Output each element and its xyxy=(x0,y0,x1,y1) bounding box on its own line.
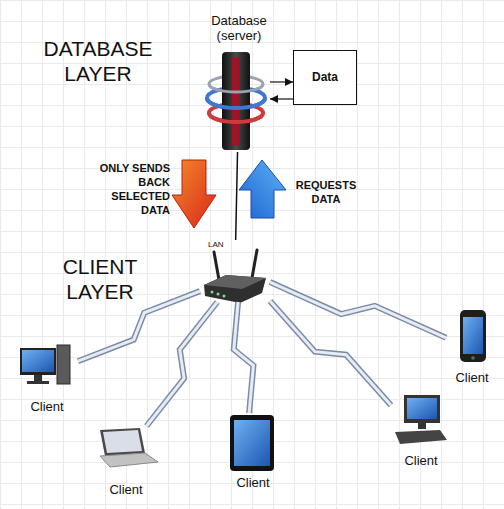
arrow-caption: ONLY SENDS BACK SELECTED DATA xyxy=(86,161,170,217)
server-icon xyxy=(207,98,265,108)
layer-title: CLIENT LAYER xyxy=(48,254,152,304)
network-cable xyxy=(236,152,238,240)
desktop-icon xyxy=(34,375,42,381)
wireless-link xyxy=(147,302,218,426)
server-icon xyxy=(209,84,263,92)
server-icon xyxy=(207,52,265,150)
wireless-link xyxy=(270,301,391,405)
router-icon xyxy=(204,250,266,303)
router-icon xyxy=(223,295,226,298)
node-label: Client xyxy=(446,371,498,386)
router-icon xyxy=(204,275,266,303)
wireless-link xyxy=(234,302,254,413)
client-node: Client xyxy=(92,426,160,498)
wireless-link xyxy=(270,301,391,405)
wireless-link xyxy=(270,282,446,338)
tablet-icon xyxy=(234,420,270,466)
client-node: Client xyxy=(224,413,282,491)
phone-icon xyxy=(460,310,486,362)
workstation-icon xyxy=(395,430,447,444)
data-arrow xyxy=(270,98,293,99)
network-cable xyxy=(236,152,238,240)
tablet-icon xyxy=(230,415,274,471)
router-icon xyxy=(217,293,220,296)
client-node: Client xyxy=(446,306,498,386)
router-icon xyxy=(214,252,219,280)
router-icon xyxy=(252,250,257,278)
workstation-icon xyxy=(418,423,426,429)
router-node: LAN xyxy=(200,240,270,302)
node-label: Client xyxy=(224,476,282,491)
desktop-icon xyxy=(22,350,54,372)
client-node: Client xyxy=(16,343,78,415)
data-arrow xyxy=(270,99,293,100)
wireless-link xyxy=(147,302,218,426)
layer-title: DATABASE LAYER xyxy=(36,36,160,86)
arrow-caption: REQUESTS DATA xyxy=(288,178,364,206)
response-arrow xyxy=(172,160,216,228)
wireless-link xyxy=(234,302,254,413)
tablet-icon xyxy=(230,415,274,471)
wireless-link xyxy=(234,302,254,413)
laptop-icon xyxy=(103,430,142,453)
phone-icon xyxy=(471,356,475,360)
data-arrow xyxy=(270,82,293,83)
wireless-link xyxy=(270,282,446,338)
router-icon xyxy=(211,291,214,294)
node-label: Database (server) xyxy=(208,14,270,44)
desktop-icon xyxy=(27,381,49,384)
server-node: Database (server) xyxy=(208,14,270,152)
wireless-link xyxy=(147,302,218,426)
data-box: Data xyxy=(293,50,357,105)
workstation-icon xyxy=(404,395,440,423)
node-label: LAN xyxy=(208,240,270,249)
node-label: Data xyxy=(294,71,356,85)
wireless-link xyxy=(270,301,391,405)
desktop-icon xyxy=(57,345,70,384)
client-node: Client xyxy=(391,393,451,469)
node-label: Client xyxy=(391,454,451,469)
server-icon xyxy=(209,113,263,122)
laptop-icon xyxy=(100,453,158,467)
node-label: Client xyxy=(92,483,160,498)
server-icon xyxy=(222,52,250,150)
router-icon xyxy=(204,275,266,289)
desktop-icon xyxy=(20,345,70,384)
laptop-icon xyxy=(100,428,158,467)
workstation-icon xyxy=(395,395,447,444)
wireless-link xyxy=(270,282,446,338)
data-arrow xyxy=(270,81,293,82)
phone-icon xyxy=(460,310,486,362)
workstation-icon xyxy=(407,398,437,419)
desktop-icon xyxy=(20,348,56,375)
server-icon xyxy=(232,57,239,145)
request-arrow xyxy=(239,160,286,218)
node-label: Client xyxy=(16,400,78,415)
laptop-icon xyxy=(100,428,145,456)
phone-icon xyxy=(463,317,483,354)
